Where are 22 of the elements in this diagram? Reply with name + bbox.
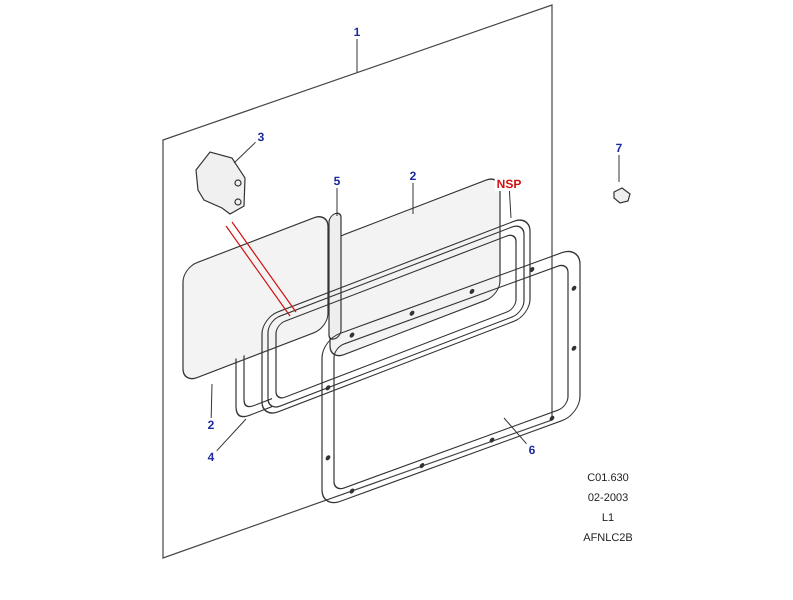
drawing-reference-text: L1 (602, 512, 614, 524)
callout-number: 4 (206, 450, 216, 464)
leader-line (210, 384, 212, 418)
callout-number: NSP (494, 177, 524, 191)
callout-number: 2 (206, 418, 216, 432)
callout-number: 6 (526, 443, 538, 457)
leader-line (508, 190, 512, 218)
leader-line (412, 182, 414, 214)
drawing-reference-text: AFNLC2B (583, 532, 633, 544)
leader-line (356, 38, 358, 72)
leader-line (216, 418, 246, 452)
callout-number: 1 (352, 25, 362, 39)
leader-line (504, 418, 528, 444)
leader-line (336, 188, 338, 216)
callout-number: 2 (408, 169, 418, 183)
leader-line (618, 154, 620, 182)
drawing-reference-text: 02-2003 (588, 492, 628, 504)
callout-number: 7 (614, 141, 624, 155)
leader-line (234, 142, 256, 164)
callout-number: 3 (256, 130, 266, 144)
callout-number: 5 (332, 174, 342, 188)
drawing-reference-text: C01.630 (587, 472, 629, 484)
